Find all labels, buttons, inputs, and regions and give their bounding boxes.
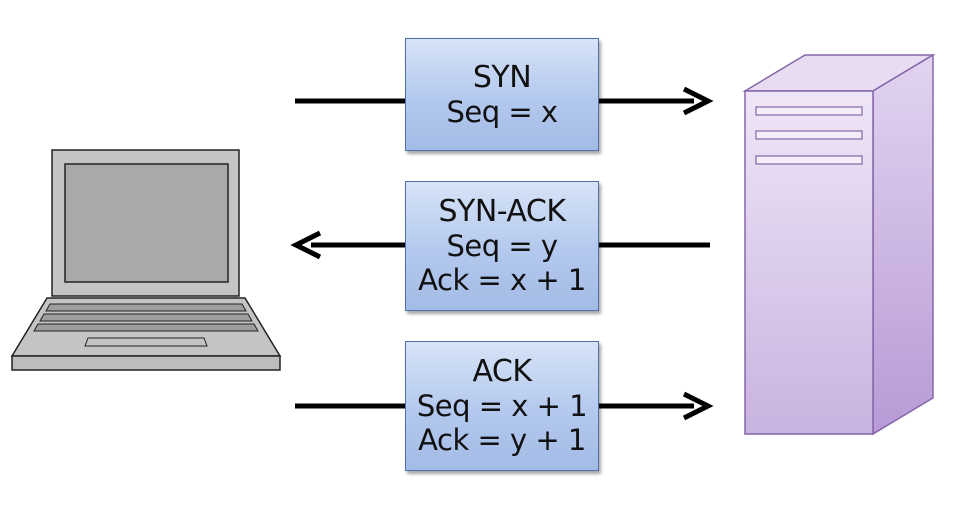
server-tower-icon <box>742 53 936 436</box>
syn-ack-seq-label: Seq = y <box>446 229 558 263</box>
ack-title: ACK <box>472 354 532 389</box>
ack-seq-label: Seq = x + 1 <box>416 389 588 423</box>
syn-ack-message-box: SYN-ACK Seq = y Ack = x + 1 <box>405 181 599 311</box>
syn-arrow <box>295 86 714 116</box>
syn-message-box: SYN Seq = x <box>405 38 599 151</box>
syn-seq-label: Seq = x <box>446 94 558 129</box>
ack-ack-label: Ack = y + 1 <box>418 423 586 457</box>
syn-ack-title: SYN-ACK <box>438 194 566 229</box>
syn-title: SYN <box>472 59 532 95</box>
syn-ack-arrow <box>290 230 710 260</box>
syn-ack-ack-label: Ack = x + 1 <box>418 263 586 297</box>
laptop-icon <box>10 149 282 371</box>
ack-arrow <box>295 391 714 421</box>
ack-message-box: ACK Seq = x + 1 Ack = y + 1 <box>405 341 599 471</box>
